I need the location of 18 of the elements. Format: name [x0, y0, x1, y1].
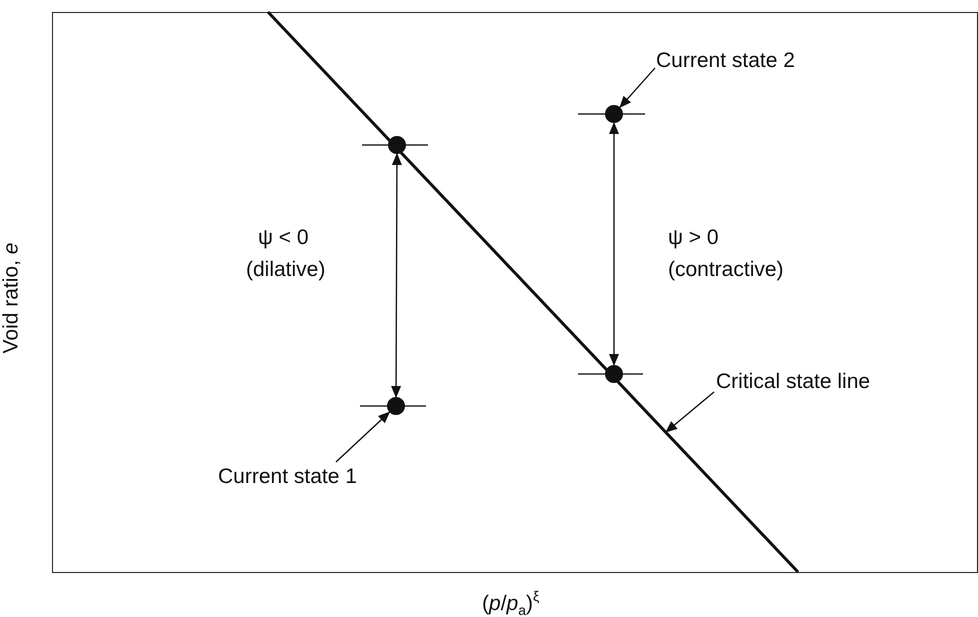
- double-arrow: [609, 122, 619, 366]
- leader-arrow: [665, 392, 714, 433]
- leader-arrow: [619, 68, 656, 108]
- state-parameter-label: ψ < 0: [258, 225, 309, 251]
- state-label: Current state 1: [218, 462, 357, 492]
- state-point: [605, 365, 623, 383]
- state-point: [605, 105, 623, 123]
- double-arrow: [391, 153, 402, 398]
- x-axis-label: (p/p$_{a}$)$^{ξ}$: [482, 587, 540, 617]
- state-parameter-label: (dilative): [246, 257, 326, 283]
- y-axis-label: Void ratio, e: [0, 242, 24, 354]
- state-label: Current state 2: [656, 46, 795, 76]
- leader-arrow: [336, 411, 390, 462]
- state-point: [388, 136, 406, 154]
- state-parameter-label: ψ > 0: [668, 225, 719, 251]
- state-point: [387, 397, 405, 415]
- state-label: Critical state line: [716, 367, 870, 397]
- state-parameter-label: (contractive): [668, 257, 784, 283]
